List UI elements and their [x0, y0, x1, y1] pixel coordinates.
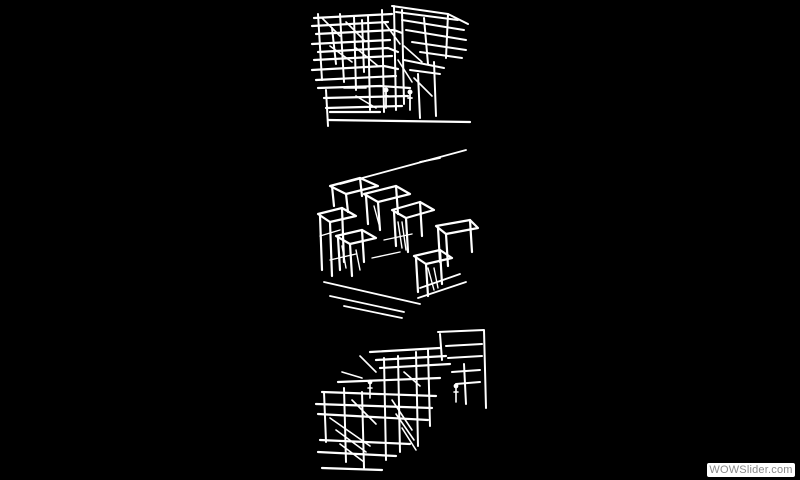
sketch-bottom	[314, 329, 487, 472]
sketch-middle	[316, 149, 480, 319]
wowslider-watermark-link[interactable]: WOWSlider.com	[707, 463, 795, 477]
sketch-top	[310, 5, 472, 127]
